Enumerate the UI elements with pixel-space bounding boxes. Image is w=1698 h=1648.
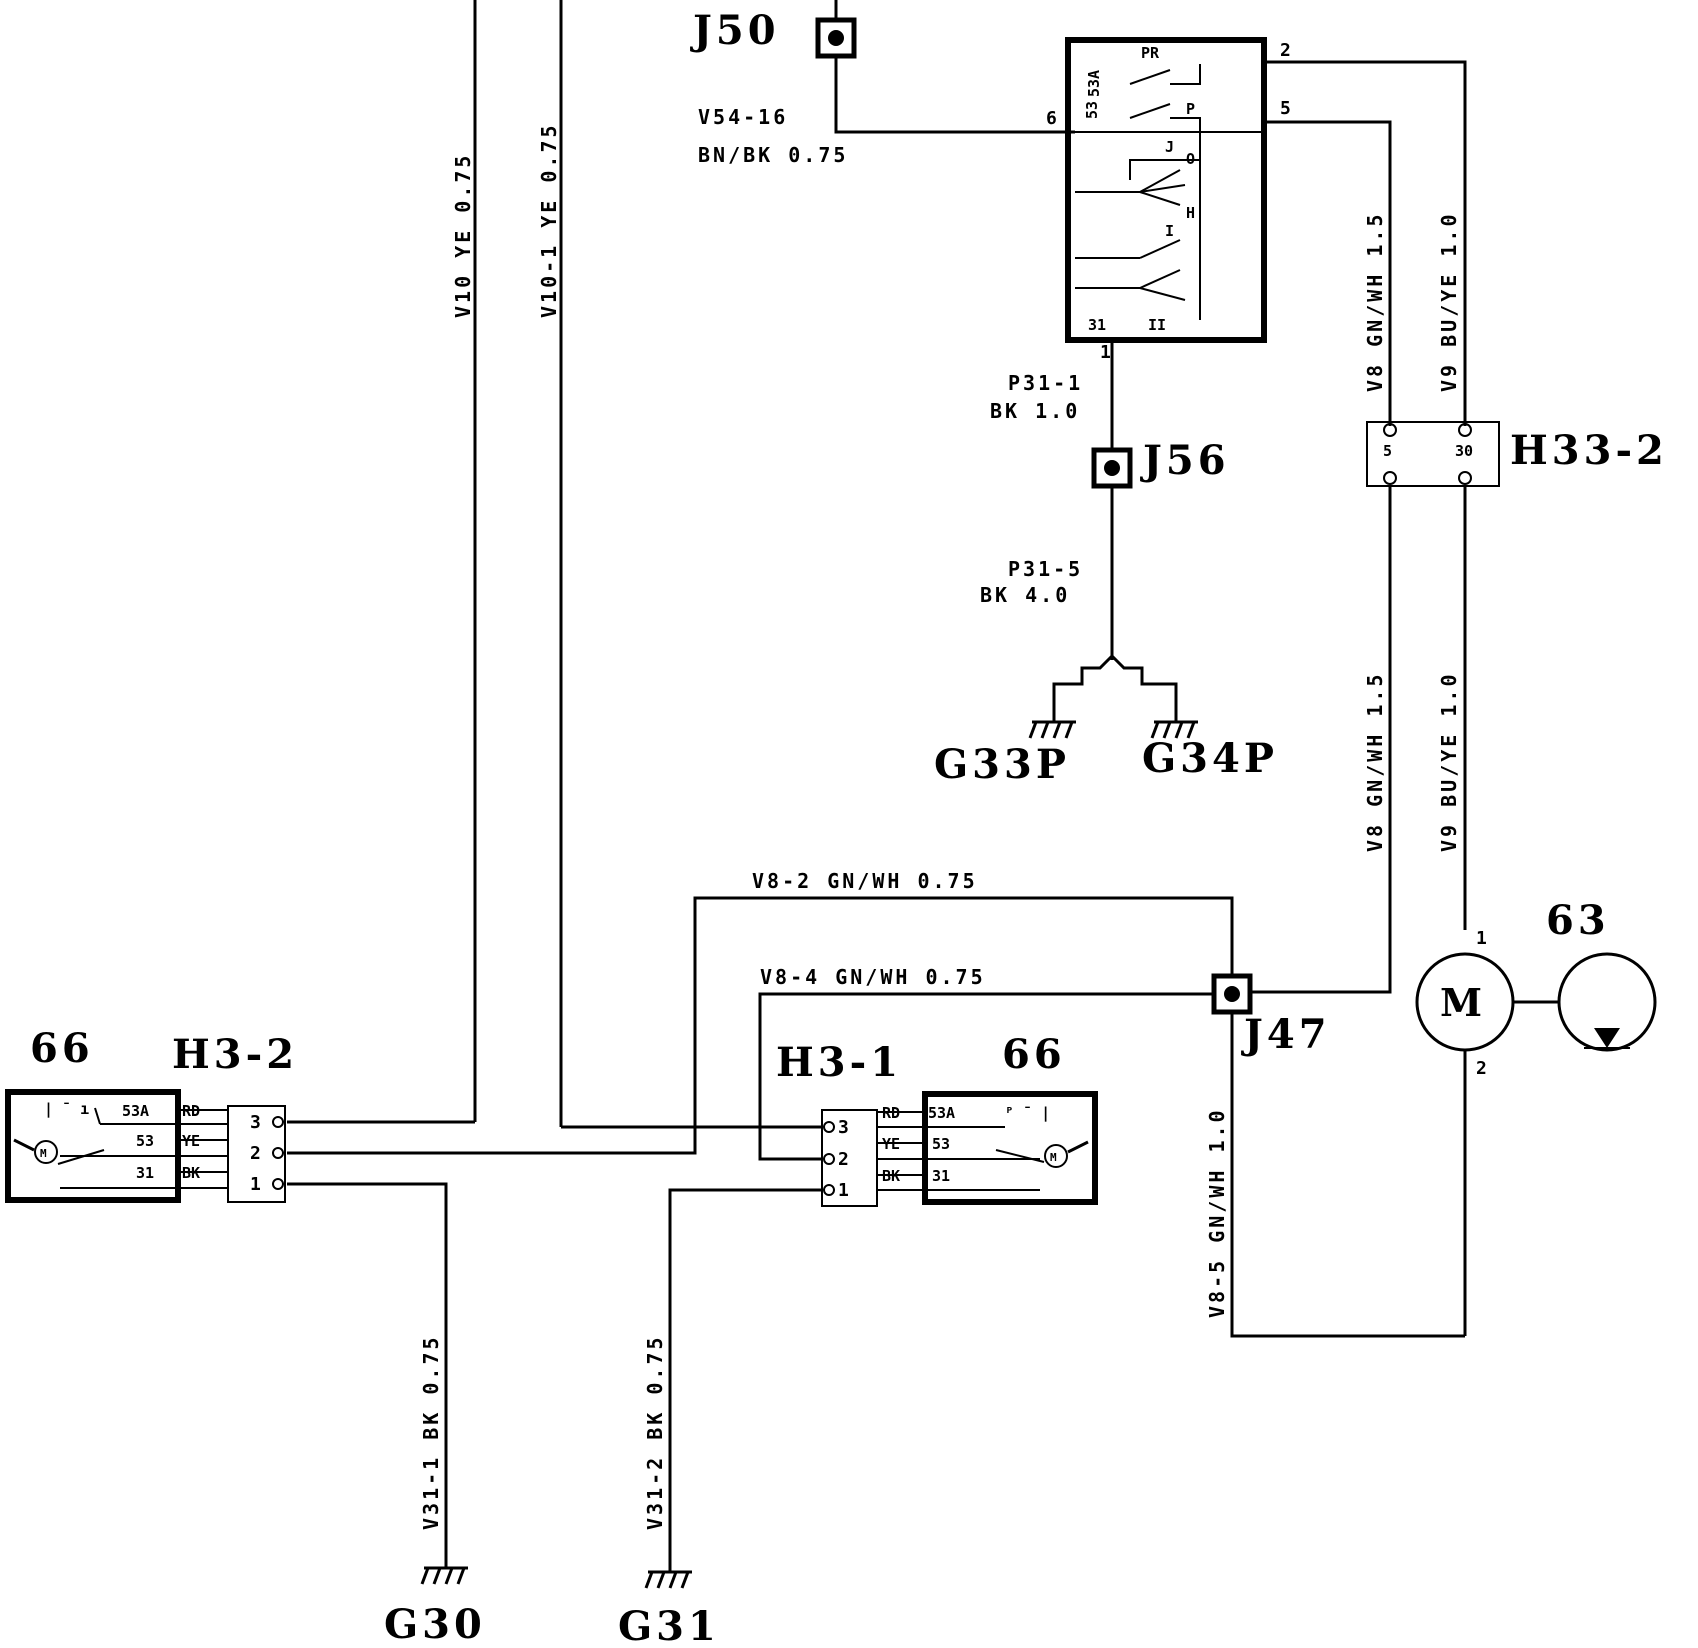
wire-v8-2-label: V8-2 GN/WH 0.75 bbox=[752, 869, 978, 893]
switch-pin-6: 6 bbox=[1046, 108, 1057, 129]
h3-1-pin-1: 1 bbox=[838, 1180, 849, 1201]
c66-right-label: 66 bbox=[1002, 1031, 1066, 1078]
switch-pin-1: 1 bbox=[1100, 342, 1111, 363]
h33-2-connector bbox=[1366, 421, 1500, 487]
h3-2-pin-1: 1 bbox=[250, 1174, 261, 1195]
motor-m-symbol: M bbox=[1440, 980, 1486, 1025]
h3-1-connector bbox=[821, 1109, 878, 1207]
h3-2-pin-2: 2 bbox=[250, 1143, 261, 1164]
m66r-31: 31 bbox=[932, 1167, 950, 1185]
wire-v31-1 bbox=[287, 1182, 448, 1568]
j47-connector bbox=[1211, 973, 1253, 1015]
switch-pin-2: 2 bbox=[1280, 40, 1291, 61]
m66r-53: 53 bbox=[932, 1135, 950, 1153]
washer-motor-63 bbox=[1415, 952, 1657, 1336]
switch-i: I bbox=[1165, 222, 1174, 240]
wr-rd: RD bbox=[882, 1104, 900, 1122]
wr-ye: YE bbox=[882, 1135, 900, 1153]
c66-left-label: 66 bbox=[30, 1025, 94, 1072]
switch-pr: PR bbox=[1141, 44, 1160, 62]
wire-v8-4-label: V8-4 GN/WH 0.75 bbox=[760, 965, 986, 989]
svg-text:ᴾ ¯ |: ᴾ ¯ | bbox=[1005, 1104, 1050, 1123]
switch-ii: II bbox=[1148, 316, 1166, 334]
wr-bk: BK bbox=[882, 1167, 900, 1185]
j56-label: J56 bbox=[1140, 437, 1230, 484]
wire-v54-16-spec: BN/BK 0.75 bbox=[698, 143, 848, 167]
ground-g30 bbox=[420, 1566, 468, 1585]
wiper-switch bbox=[1065, 37, 1267, 343]
m66l-53a: 53A bbox=[122, 1102, 149, 1120]
j56-connector bbox=[1091, 447, 1133, 489]
h3-1-pin-3: 3 bbox=[838, 1117, 849, 1138]
motor63-pin-1: 1 bbox=[1476, 928, 1487, 949]
switch-53a: 53A bbox=[1085, 70, 1103, 97]
m66l-31: 31 bbox=[136, 1164, 154, 1182]
wire-v10-label: V10 YE 0.75 bbox=[451, 153, 475, 318]
wire-p31-5-spec: BK 4.0 bbox=[980, 583, 1070, 607]
switch-53: 53 bbox=[1083, 101, 1101, 119]
switch-31: 31 bbox=[1088, 316, 1106, 334]
wire-v31-1-label: V31-1 BK 0.75 bbox=[419, 1334, 443, 1530]
wire-v10-1-label: V10-1 YE 0.75 bbox=[537, 122, 561, 318]
wire-v54-16-id: V54-16 bbox=[698, 105, 788, 129]
h3-2-connector bbox=[227, 1105, 286, 1203]
j50-label: J50 bbox=[690, 7, 780, 54]
switch-p: P bbox=[1186, 100, 1195, 118]
wire-v8-top bbox=[1264, 120, 1392, 426]
c63-label: 63 bbox=[1546, 897, 1610, 944]
wire-v31-2-label: V31-2 BK 0.75 bbox=[643, 1334, 667, 1530]
switch-h: H bbox=[1186, 204, 1195, 222]
wire-v31-2 bbox=[668, 1188, 822, 1572]
wire-v9-top bbox=[1264, 60, 1467, 426]
m66r-53a: 53A bbox=[928, 1104, 955, 1122]
h3-2-label: H3-2 bbox=[172, 1031, 298, 1078]
ground-g31 bbox=[644, 1570, 692, 1589]
wire-v8-4 bbox=[758, 992, 1214, 1161]
wire-p31-1-id: P31-1 bbox=[1008, 371, 1083, 395]
wire-v9-top-label: V9 BU/YE 1.0 bbox=[1437, 212, 1461, 393]
m66l-53: 53 bbox=[136, 1132, 154, 1150]
switch-pin-5: 5 bbox=[1280, 98, 1291, 119]
svg-text:M: M bbox=[40, 1147, 47, 1160]
wire-v8-5 bbox=[1230, 1012, 1465, 1338]
wl-ye: YE bbox=[182, 1132, 200, 1150]
switch-j: J bbox=[1165, 138, 1174, 156]
wire-v8-5-label: V8-5 GN/WH 1.0 bbox=[1205, 1107, 1229, 1318]
j50-connector bbox=[815, 17, 857, 59]
svg-text:M: M bbox=[1050, 1151, 1057, 1164]
j47-label: J47 bbox=[1241, 1011, 1331, 1058]
h33-pin-5: 5 bbox=[1383, 442, 1392, 460]
motor63-pin-2: 2 bbox=[1476, 1058, 1487, 1079]
ground-g33p-label: G33P bbox=[934, 741, 1070, 788]
ground-g31-label: G31 bbox=[618, 1603, 720, 1648]
ground-split bbox=[1028, 654, 1198, 739]
wire-p31-5-id: P31-5 bbox=[1008, 557, 1083, 581]
wl-bk: BK bbox=[182, 1164, 200, 1182]
h3-1-label: H3-1 bbox=[776, 1039, 902, 1086]
h3-1-pin-2: 2 bbox=[838, 1149, 849, 1170]
wiper-motor-66-right: M ᴾ ¯ | bbox=[877, 1091, 1098, 1205]
wl-rd: RD bbox=[182, 1102, 200, 1120]
wire-v9-mid-label: V9 BU/YE 1.0 bbox=[1437, 672, 1461, 853]
wire-v8-mid bbox=[1250, 486, 1392, 994]
h33-2-label: H33-2 bbox=[1510, 427, 1668, 474]
switch-o: O bbox=[1186, 150, 1195, 168]
ground-g34p-label: G34P bbox=[1142, 735, 1278, 782]
h33-pin-30: 30 bbox=[1455, 442, 1473, 460]
svg-text:| ¯ ı: | ¯ ı bbox=[44, 1100, 89, 1119]
wire-v8-top-label: V8 GN/WH 1.5 bbox=[1363, 212, 1387, 393]
wire-v8-mid-label: V8 GN/WH 1.5 bbox=[1363, 672, 1387, 853]
wiper-motor-66-left: M | ¯ ı bbox=[5, 1089, 228, 1203]
ground-g30-label: G30 bbox=[384, 1601, 486, 1648]
wire-v8-2 bbox=[287, 896, 1234, 1155]
wire-p31-1-spec: BK 1.0 bbox=[990, 399, 1080, 423]
wire-v54-16 bbox=[834, 56, 1075, 134]
h3-2-pin-3: 3 bbox=[250, 1112, 261, 1133]
